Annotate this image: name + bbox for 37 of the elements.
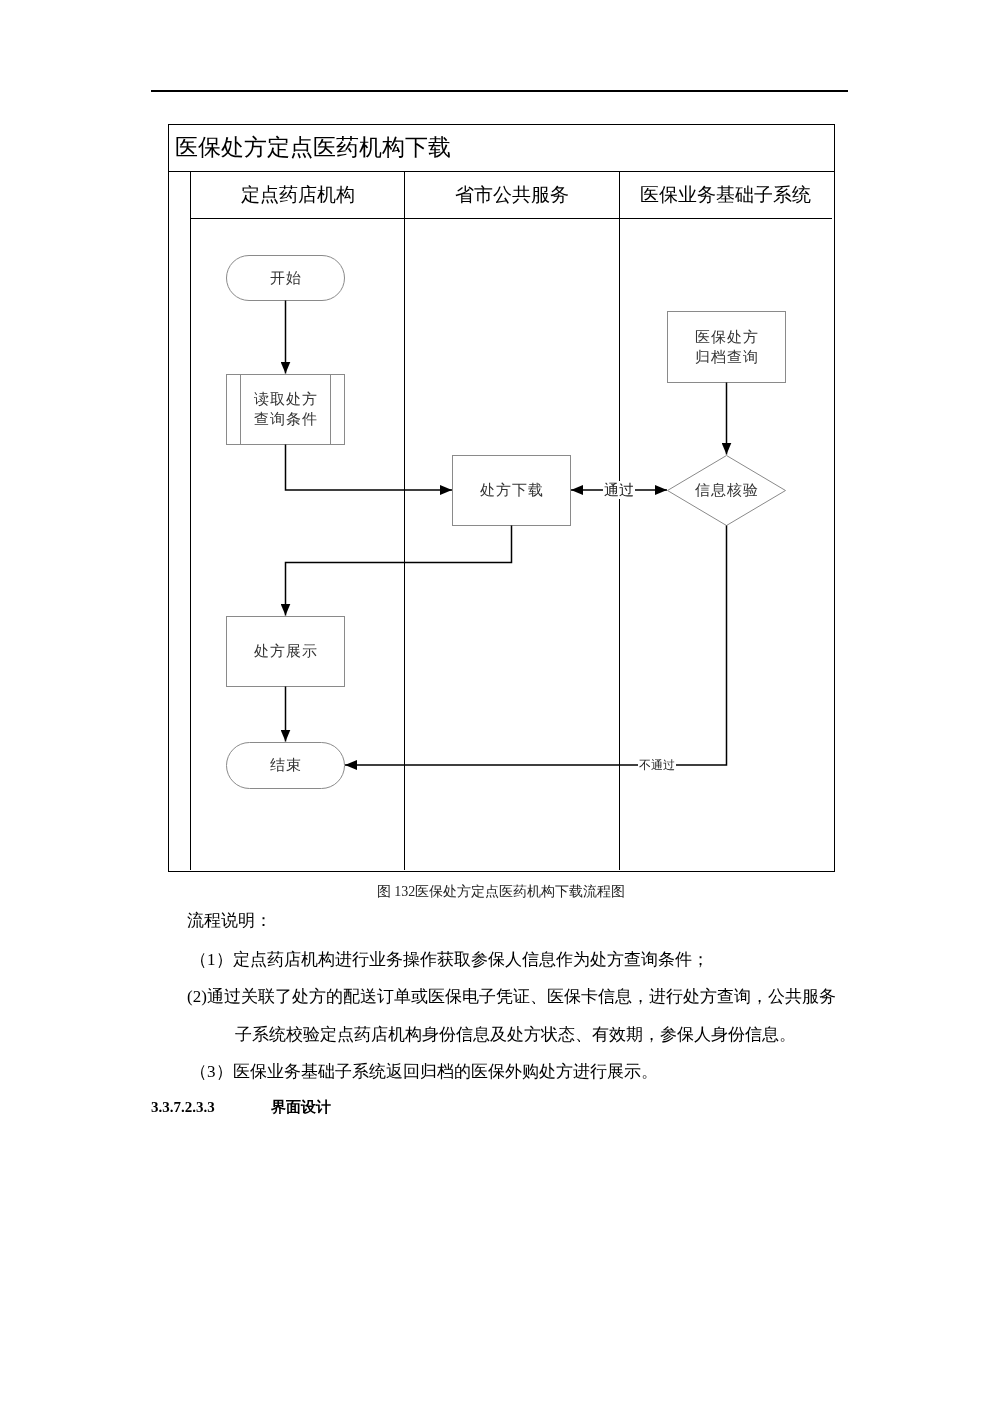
arrow [344,524,728,770]
edge-label: 通过 [603,481,635,499]
edge-label: 不通过 [637,758,676,772]
arrow [280,299,291,375]
step-label: 结束 [269,756,302,775]
subprocess-box [226,373,345,445]
arrow [280,524,513,617]
process-box [452,454,571,526]
step-label: 处方下载 [479,481,544,500]
description-heading: 流程说明： [187,910,272,932]
terminator-pill [226,741,345,789]
step-label: 信息核验 [694,481,759,500]
step-label: 处方展示 [253,642,318,661]
arrow [721,381,732,456]
description-item: (2)通过关联了处方的配送订单或医保电子凭证、医保卡信息，进行处方查询，公共服务子系统校验定点药店机构身份信息及处方状态、有效期，参保人身份信息。 [187,986,837,1046]
process-box [667,310,786,383]
description-item: （3）医保业务基础子系统返回归档的医保外购处方进行展示。 [190,1061,658,1083]
swimlane-pool [168,124,835,872]
step-label: 开始 [269,268,302,288]
lane-header-label: 医保业务基础子系统 [640,183,812,207]
step-label: 读取处方查询条件 [252,390,319,429]
lane-header-label: 省市公共服务 [455,183,570,207]
arrow [284,443,453,495]
description-item: （1）定点药店机构进行业务操作获取参保人信息作为处方查询条件； [190,949,709,971]
swimlane [189,172,405,870]
figure-caption: 图 132医保处方定点医药机构下载流程图 [376,883,626,901]
decision-diamond [667,454,786,526]
step-label: 医保处方归档查询 [693,327,760,367]
swimlane [618,172,832,870]
section-title: 界面设计 [271,1098,331,1117]
lane-header-label: 定点药店机构 [240,183,355,207]
terminator-pill [226,254,345,301]
process-box [226,615,345,687]
swimlane [404,172,620,870]
arrow [280,685,291,743]
section-number: 3.3.7.2.3.3 [151,1098,215,1117]
pool-title: 医保处方定点医药机构下载 [175,134,451,162]
